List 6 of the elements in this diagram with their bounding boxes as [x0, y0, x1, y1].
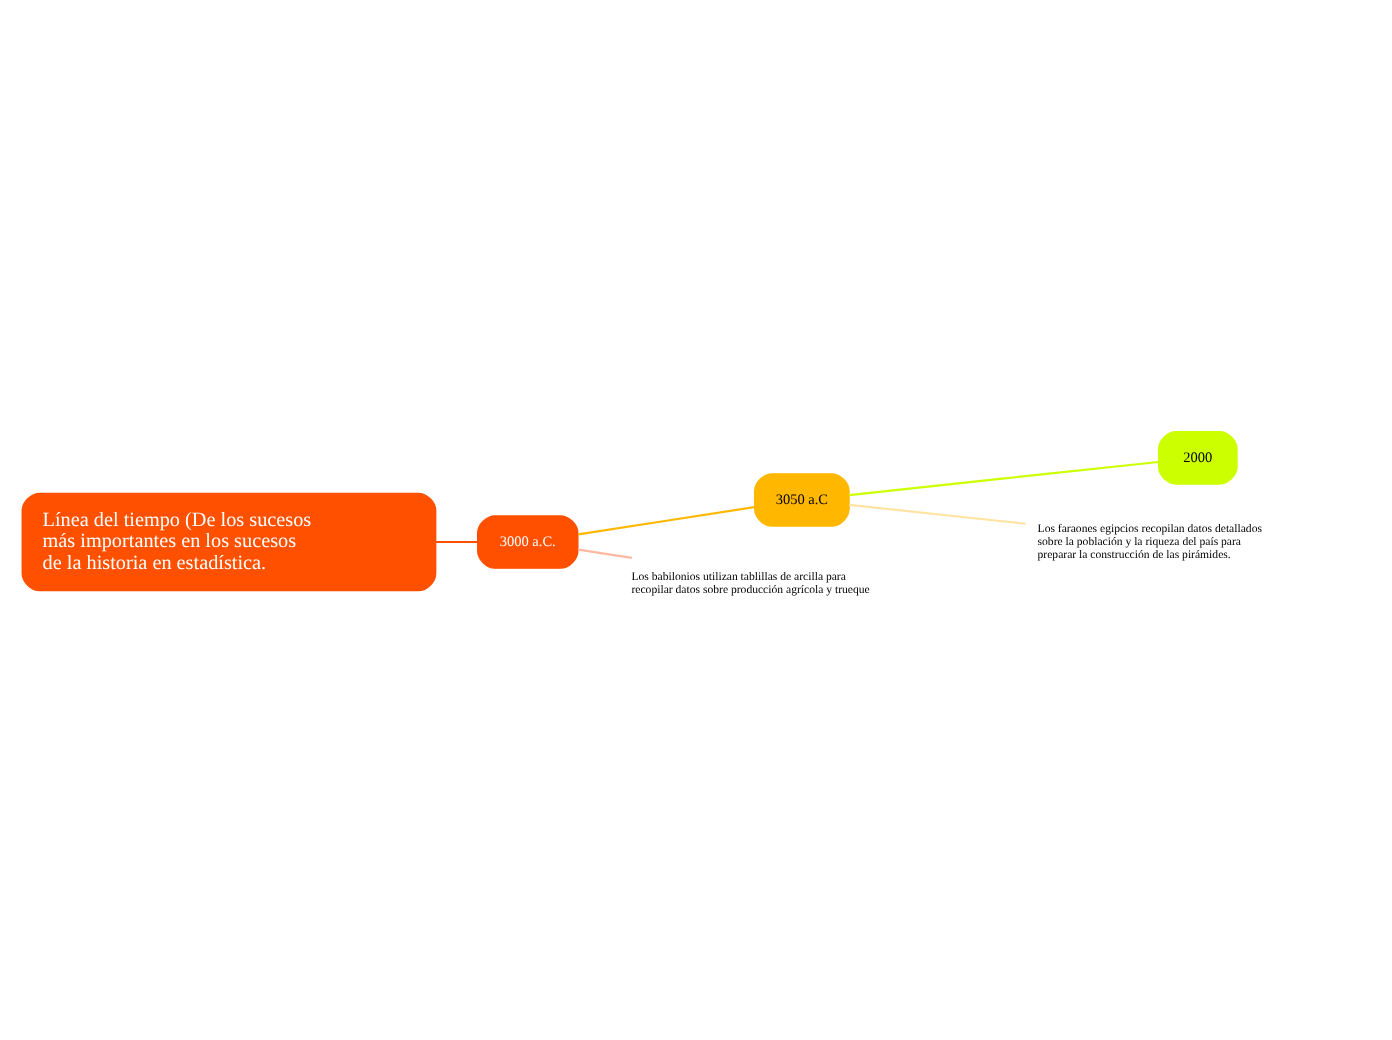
- connector: [435, 539, 478, 543]
- connector: [849, 459, 1159, 496]
- connector: [849, 502, 1026, 524]
- connector: [578, 547, 632, 558]
- node-box: Línea del tiempo (De los sucesos más importantes en los sucesos de la historia en estadística.: [21, 491, 437, 591]
- connector: [578, 505, 755, 535]
